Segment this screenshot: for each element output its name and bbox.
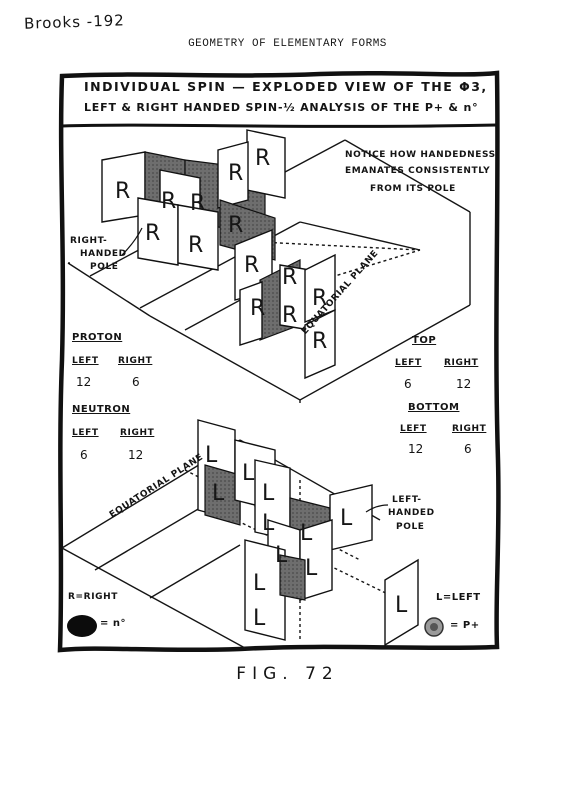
title-divider <box>61 123 498 128</box>
face-letter-l: L <box>300 521 313 546</box>
neutron-left-label: LEFT <box>72 428 99 438</box>
face-letter-r: R <box>188 233 203 258</box>
face-letter-r: R <box>228 213 243 238</box>
title-line-2: LEFT & RIGHT HANDED SPIN-½ ANALYSIS OF T… <box>84 101 479 114</box>
top-heading: TOP <box>412 335 437 346</box>
right-pole-line-2: HANDED <box>80 249 127 259</box>
bottom-left-label: LEFT <box>400 424 427 434</box>
face-letter-r: R <box>145 221 160 246</box>
top-left-value: 6 <box>404 377 412 391</box>
face-letter-l: L <box>262 481 275 506</box>
left-pole-arrow <box>365 504 389 513</box>
proton-left-value: 12 <box>76 375 92 389</box>
left-pole-line-3: POLE <box>396 522 425 532</box>
face-letter-l: L <box>242 461 255 486</box>
neutron-left-value: 6 <box>80 448 88 462</box>
face-letter-r: R <box>312 286 327 311</box>
face-letter-l: L <box>253 571 266 596</box>
figure-caption: FIG. 72 <box>236 664 339 684</box>
page-header: GEOMETRY OF ELEMENTARY FORMS <box>188 38 387 50</box>
face-letter-r: R <box>228 161 243 186</box>
left-pole-line-2: HANDED <box>388 508 435 518</box>
upper-cubes <box>101 129 336 380</box>
frame-border <box>57 70 501 653</box>
title-line-1: INDIVIDUAL SPIN — EXPLODED VIEW OF THE Φ… <box>84 79 488 94</box>
face-letter-r: R <box>255 146 270 171</box>
legend-neutron: = n° <box>100 618 126 629</box>
neutron-right-value: 12 <box>128 448 144 462</box>
lower-cubes <box>197 419 419 647</box>
face-letter-r: R <box>282 265 297 290</box>
face-letter-l: L <box>275 543 288 568</box>
bottom-right-label: RIGHT <box>452 424 487 434</box>
notice-line-2: EMANATES CONSISTENTLY <box>345 166 491 176</box>
neutron-heading: NEUTRON <box>72 404 131 415</box>
notice-line-1: NOTICE HOW HANDEDNESS <box>345 150 496 160</box>
face-letter-l: L <box>253 606 266 631</box>
face-letter-r: R <box>244 253 259 278</box>
face-letter-r: R <box>190 191 205 216</box>
upper-r-letters: R R R R R R R R R R R R R R <box>115 146 327 354</box>
face-letter-r: R <box>115 179 130 204</box>
neutron-marker <box>67 615 97 637</box>
face-letter-l: L <box>340 506 353 531</box>
proton-left-label: LEFT <box>72 356 99 366</box>
proton-heading: PROTON <box>72 332 123 343</box>
right-pole-arrow <box>121 227 143 256</box>
face-letter-l: L <box>395 593 408 618</box>
top-left-label: LEFT <box>395 358 422 368</box>
right-pole-line-3: POLE <box>90 262 119 272</box>
bottom-right-value: 6 <box>464 442 472 456</box>
face-letter-r: R <box>250 296 265 321</box>
notice-line-3: FROM ITS POLE <box>370 184 456 194</box>
proton-right-label: RIGHT <box>118 356 153 366</box>
bottom-heading: BOTTOM <box>408 402 460 413</box>
face-letter-r: R <box>161 189 176 214</box>
left-pole-line-1: LEFT- <box>392 495 422 505</box>
lower-l-letters: L L L L L L L L L L L L <box>205 443 408 631</box>
face-letter-r: R <box>282 303 297 328</box>
bottom-left-value: 12 <box>408 442 424 456</box>
face-letter-r: R <box>312 329 327 354</box>
top-right-value: 12 <box>456 377 472 391</box>
legend-r-right: R=RIGHT <box>68 592 119 602</box>
top-right-label: RIGHT <box>444 358 479 368</box>
legend-proton: = P+ <box>450 620 480 631</box>
neutron-right-label: RIGHT <box>120 428 155 438</box>
face-letter-l: L <box>212 481 225 506</box>
face-letter-l: L <box>305 556 318 581</box>
face-letter-l: L <box>205 443 218 468</box>
face-letter-l: L <box>262 511 275 536</box>
right-pole-line-1: RIGHT- <box>70 236 108 246</box>
proton-right-value: 6 <box>132 375 140 389</box>
legend-l-left: L=LEFT <box>436 592 481 603</box>
